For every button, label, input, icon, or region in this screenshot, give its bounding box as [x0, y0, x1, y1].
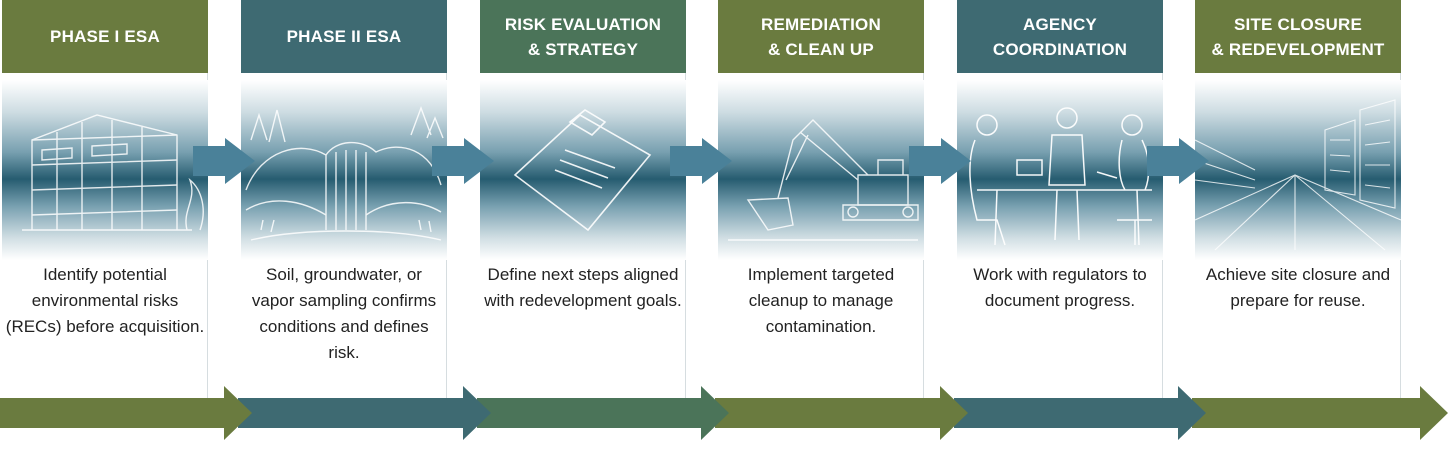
chevron-right-icon — [432, 138, 494, 184]
phase-description: Identify potential environmental risks (… — [5, 265, 205, 336]
phase-description: Work with regulators to document progres… — [973, 265, 1147, 310]
timeline-arrow-segment — [0, 386, 252, 440]
phase-header: AGENCY COORDINATION — [957, 0, 1163, 73]
phase-header: RISK EVALUATION & STRATEGY — [480, 0, 686, 73]
timeline-arrow-segment — [477, 386, 729, 440]
phase-1: PHASE I ESA Identify potential environme… — [2, 0, 209, 400]
building-sketch-icon — [2, 80, 208, 260]
phase-header: PHASE I ESA — [2, 0, 208, 73]
chevron-right-icon — [193, 138, 255, 184]
timeline-arrow-segment — [954, 386, 1206, 440]
chevron-right-icon — [670, 138, 732, 184]
timeline-arrow-segment — [238, 386, 491, 440]
phase-description: Define next steps aligned with redevelop… — [484, 265, 682, 310]
chevron-right-icon — [1147, 138, 1209, 184]
phase-6: SITE CLOSURE & REDEVELOPMENT Achieve sit… — [1195, 0, 1402, 400]
phase-4: REMEDIATION & CLEAN UP Implement targete… — [718, 0, 925, 400]
timeline-arrows — [0, 386, 1448, 440]
phase-5: AGENCY COORDINATION Work with regulators… — [957, 0, 1164, 400]
phase-header: SITE CLOSURE & REDEVELOPMENT — [1195, 0, 1401, 73]
phase-2: PHASE II ESA Soil, groundwater, or vapor… — [241, 0, 448, 400]
meeting-people-icon — [957, 80, 1163, 260]
city-street-icon — [1195, 80, 1401, 260]
timeline-arrow-segment — [1192, 386, 1448, 440]
chevron-right-icon — [909, 138, 971, 184]
waterfall-landscape-icon — [241, 80, 447, 260]
timeline-arrow-segment — [715, 386, 968, 440]
phase-3: RISK EVALUATION & STRATEGY Define next s… — [480, 0, 687, 400]
phase-description: Achieve site closure and prepare for reu… — [1205, 265, 1391, 310]
phase-description: Implement targeted cleanup to manage con… — [747, 265, 895, 336]
phase-header: REMEDIATION & CLEAN UP — [718, 0, 924, 73]
clipboard-icon — [480, 80, 686, 260]
phase-header: PHASE II ESA — [241, 0, 447, 73]
phase-description: Soil, groundwater, or vapor sampling con… — [251, 265, 437, 362]
excavator-icon — [718, 80, 924, 260]
